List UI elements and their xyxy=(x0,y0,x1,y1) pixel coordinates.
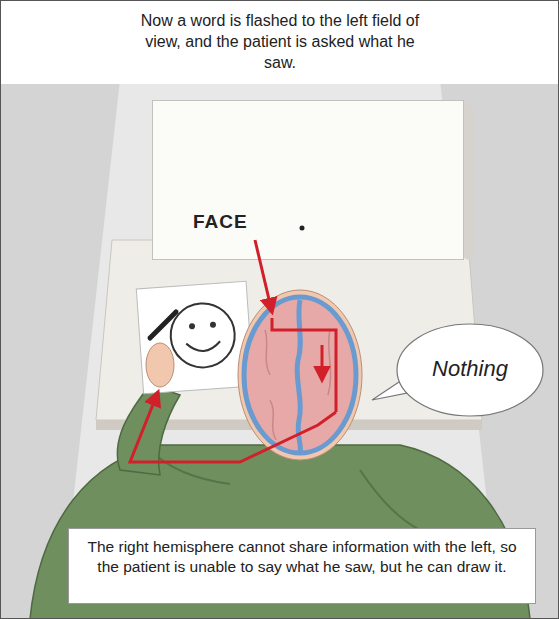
node-text: The right hemisphere cannot share inform… xyxy=(83,537,521,577)
visual-path xyxy=(255,240,272,312)
motor-path xyxy=(130,392,336,462)
smiley-face xyxy=(169,301,237,369)
display-screen: FACE xyxy=(152,100,464,260)
explanation-box: The right hemisphere cannot share inform… xyxy=(68,528,536,604)
top-band xyxy=(0,80,559,84)
brain xyxy=(244,297,356,453)
corpus-callosum-cut xyxy=(297,300,300,452)
screen-side xyxy=(464,100,474,262)
node-text: Nothing xyxy=(395,356,545,382)
title: Now a word is flashed to the left field … xyxy=(130,10,430,73)
drawing-paper xyxy=(136,281,253,393)
fixation-dot xyxy=(300,226,305,231)
pen xyxy=(150,312,176,338)
patient-hand xyxy=(146,343,174,387)
hemisphere-arrow xyxy=(321,345,324,380)
shirt-fold xyxy=(360,470,420,530)
shirt-fold xyxy=(150,450,230,484)
hemisphere-path xyxy=(272,318,336,412)
speech-bubble: Nothing xyxy=(395,322,545,418)
node-text: FACE xyxy=(193,211,248,233)
